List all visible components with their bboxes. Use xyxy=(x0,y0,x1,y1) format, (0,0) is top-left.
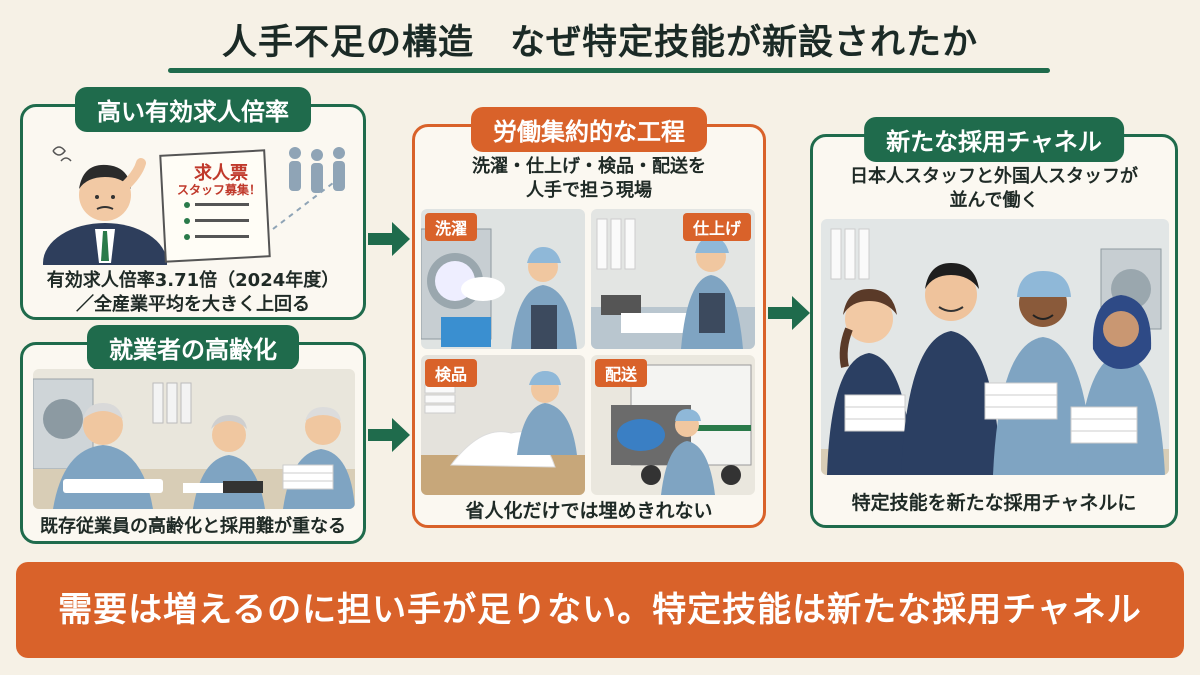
poster-subtitle: スタッフ募集！ xyxy=(176,183,261,197)
arrow-right-icon xyxy=(768,296,810,330)
diverse-staff-illustration xyxy=(821,219,1169,475)
panel-aging: 就業者の高齢化 既存従業員の高齢化と採用難が重なる xyxy=(20,325,366,544)
step-chip-finishing: 仕上げ xyxy=(682,213,751,241)
step-finishing-illustration: 仕上げ xyxy=(591,209,755,349)
title-underline xyxy=(168,68,1050,73)
arrow-right-icon xyxy=(368,222,410,256)
labor-intro-1: 洗濯・仕上げ・検品・配送を xyxy=(472,156,706,177)
caption-aging: 既存従業員の高齢化と採用難が重なる xyxy=(40,516,346,537)
caption-job-ratio-1: 有効求人倍率3.71倍（2024年度） xyxy=(46,270,340,291)
elderly-workers-illustration xyxy=(33,369,355,509)
panel-tag-aging: 就業者の高齢化 xyxy=(87,325,299,370)
poster-title: 求人票 xyxy=(194,163,248,184)
step-delivery-illustration: 配送 xyxy=(591,355,755,495)
step-chip-washing: 洗濯 xyxy=(425,213,478,241)
panel-job-ratio: 高い有効求人倍率 xyxy=(20,87,366,320)
arrow-right-icon xyxy=(368,418,410,452)
step-inspection-illustration: 検品 xyxy=(421,355,585,495)
caption-channel: 特定技能を新たな採用チャネルに xyxy=(851,492,1137,514)
step-chip-delivery: 配送 xyxy=(595,359,648,387)
caption-labor: 省人化だけでは埋めきれない xyxy=(465,500,713,522)
panel-tag-labor: 労働集約的な工程 xyxy=(471,107,707,152)
page-title: 人手不足の構造 なぜ特定技能が新設されたか xyxy=(221,23,978,63)
panel-tag-job-ratio: 高い有効求人倍率 xyxy=(75,87,311,132)
panel-channel: 新たな採用チャネル 日本人スタッフと外国人スタッフが 並んで働く xyxy=(810,117,1178,528)
caption-job-ratio-2: ／全産業平均を大きく上回る xyxy=(76,294,310,315)
step-washing-illustration: 洗濯 xyxy=(421,209,585,349)
panel-labor: 労働集約的な工程 洗濯・仕上げ・検品・配送を 人手で担う現場 洗濯 xyxy=(412,107,766,528)
channel-intro-2: 並んで働く xyxy=(949,190,1039,211)
step-chip-inspection: 検品 xyxy=(425,359,478,387)
panel-tag-channel: 新たな採用チャネル xyxy=(864,117,1124,162)
summary-banner: 需要は増えるのに担い手が足りない。特定技能は新たな採用チャネル xyxy=(16,562,1184,658)
channel-intro-1: 日本人スタッフと外国人スタッフが xyxy=(850,166,1138,187)
labor-intro-2: 人手で担う現場 xyxy=(526,180,652,201)
worried-manager-illustration: 求人票 スタッフ募集！ xyxy=(33,133,353,265)
